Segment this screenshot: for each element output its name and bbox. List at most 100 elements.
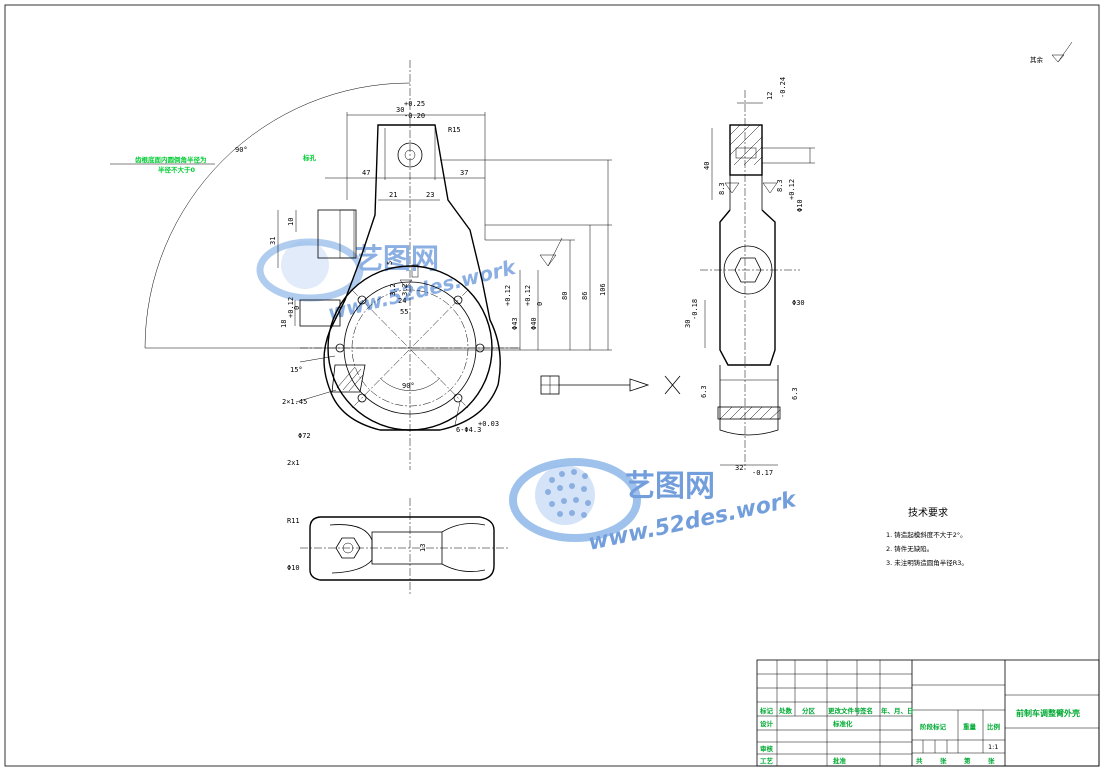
roughness-symbol-icon — [1051, 41, 1073, 63]
side-dim-12-tol: -0.24 — [779, 77, 787, 98]
side-ra-r: 6.3 — [791, 387, 799, 400]
dim-phi40-tol-b: 0 — [536, 302, 544, 306]
sheet-border — [4, 4, 1100, 767]
tb-sheet-4: 张 — [988, 756, 995, 765]
tb-approve: 批准 — [833, 756, 847, 765]
side-bottom-hatch — [717, 406, 781, 420]
technical-requirements: 技术要求 1. 铸造起模斜度不大于2°。 2. 铸件无缺陷。 3. 未注明铸造圆… — [886, 506, 968, 567]
worm-hatch — [331, 364, 366, 393]
outer-ring — [327, 265, 493, 431]
side-dim-12: 12 — [766, 92, 774, 100]
tb-sheet-2: 张 — [940, 756, 947, 765]
tb-label-date: 年、月、日 — [881, 706, 914, 715]
side-dim-phi10: Φ10 — [796, 199, 804, 212]
tb-label-zone: 分区 — [802, 706, 816, 715]
view-arrow-icon — [629, 378, 650, 392]
roughness-note: 其余 — [1030, 55, 1044, 64]
side-dim-phi30: Φ30 — [792, 299, 805, 307]
side-top-block — [729, 124, 763, 176]
tb-label-mark: 标记 — [759, 706, 774, 715]
top-hex — [335, 537, 361, 559]
bolt-holes — [335, 295, 485, 403]
top-dim-13: 13 — [419, 544, 427, 552]
tb-check: 审核 — [760, 744, 774, 753]
dim-12: 0 — [293, 306, 301, 310]
side-dim-32-tol: -0.17 — [752, 469, 773, 477]
angle-outer-label: 90° — [235, 146, 248, 154]
dim-phi72: Φ72 — [298, 432, 311, 440]
dim-top-tol-lower: -0.20 — [404, 112, 425, 120]
tb-label-change: 更改文件号 — [828, 706, 861, 715]
dim-86: 86 — [581, 292, 589, 300]
dim-24: 24 — [398, 297, 406, 305]
housing-outline — [323, 124, 501, 431]
dim-55: 55 — [400, 308, 408, 316]
dim-47: 47 — [362, 169, 370, 177]
watermark-cn-2: 艺图网 — [355, 242, 439, 275]
dim-holes: 6-Φ4.3 — [456, 426, 481, 434]
top-view: R11 Φ10 13 — [287, 498, 510, 595]
angle-90-label: 90° — [402, 382, 415, 390]
ra-a: 3.2 — [401, 283, 409, 296]
side-dim-phi10-tol: +0.12 — [788, 179, 796, 200]
tb-process: 工艺 — [760, 756, 774, 765]
requirement-3: 3. 未注明铸造圆角半径R3。 — [886, 558, 968, 567]
title-block: 标记 处数 分区 更改文件号 签名 年、月、日 设计 标准化 审核 工艺 批准 … — [756, 659, 1100, 767]
tb-scale-value: 1:1 — [988, 743, 998, 751]
dim-phi40: Φ40 — [530, 317, 538, 330]
dim-top-width: 30 — [396, 106, 404, 114]
left-lower-boss — [299, 299, 341, 327]
note-line-2: 半径不大于0 — [158, 165, 196, 174]
dim-21: 21 — [389, 191, 397, 199]
side-dim-30: 30 — [684, 320, 692, 328]
top-dim-phi10: Φ10 — [287, 564, 300, 572]
angle-arc — [144, 82, 411, 349]
scale-label: 2x1 — [287, 459, 300, 467]
side-ra-1-icon — [724, 182, 740, 194]
side-dim-40: 40 — [703, 162, 711, 170]
dim-106: 106 — [599, 283, 607, 296]
side-ra-2-icon — [762, 182, 778, 194]
tb-label-sign: 签名 — [859, 706, 873, 715]
tb-weight: 重量 — [963, 722, 977, 731]
hole-label: 标孔 — [302, 153, 317, 162]
tb-sheet-1: 共 — [916, 756, 923, 765]
side-dim-8: 8.3 — [718, 182, 726, 195]
side-view: 12 -0.24 40 8.3 8.3 Φ10 +0.12 30 -0.18 Φ… — [684, 77, 815, 477]
watermark-left: 艺图网 www.52des.work — [256, 238, 519, 325]
dim-10: 10 — [287, 218, 295, 226]
dim-phi43-tol: +0.12 — [504, 285, 512, 306]
top-lug-hole — [397, 142, 423, 168]
tb-design: 设计 — [760, 719, 774, 728]
side-stem — [719, 209, 776, 366]
watermark-cn: 艺图网 — [625, 469, 715, 504]
top-slot — [371, 531, 443, 565]
part-name: 前制车调整臂外壳 — [1016, 708, 1080, 718]
dim-holes-tol: +0.03 — [478, 420, 499, 428]
left-boss — [317, 209, 357, 259]
angle-15: 15° — [290, 366, 303, 374]
side-ra-l: 6.3 — [700, 385, 708, 398]
dim-18: 18 — [280, 320, 288, 328]
requirements-title: 技术要求 — [908, 506, 948, 519]
side-dim-phi-a: 8.3 — [776, 179, 784, 192]
front-view: 90° 齿根底面内圆倒角半径为 半径不大于0 标孔 — [110, 60, 681, 470]
tb-standard: 标准化 — [832, 719, 853, 728]
dim-top-tol-upper: +0.25 — [404, 100, 425, 108]
dim-phi43: Φ43 — [511, 317, 519, 330]
dim-80: 80 — [561, 292, 569, 300]
requirement-1: 1. 铸造起模斜度不大于2°。 — [886, 530, 967, 539]
top-dim-r11: R11 — [287, 517, 300, 525]
dim-23: 23 — [426, 191, 434, 199]
view-x-icon — [664, 375, 681, 395]
dim-2x45: 2×1.45 — [282, 398, 307, 406]
tb-sheet-3: 第 — [964, 756, 971, 765]
roughness-symbol-2-icon — [539, 237, 563, 267]
dim-37: 37 — [460, 169, 468, 177]
top-outline — [309, 516, 495, 581]
dim-31: 31 — [269, 237, 277, 245]
tb-scale: 比例 — [987, 722, 1001, 731]
tb-stage: 阶段标记 — [920, 722, 947, 731]
dim-phi40-tol: +0.12 — [524, 285, 532, 306]
